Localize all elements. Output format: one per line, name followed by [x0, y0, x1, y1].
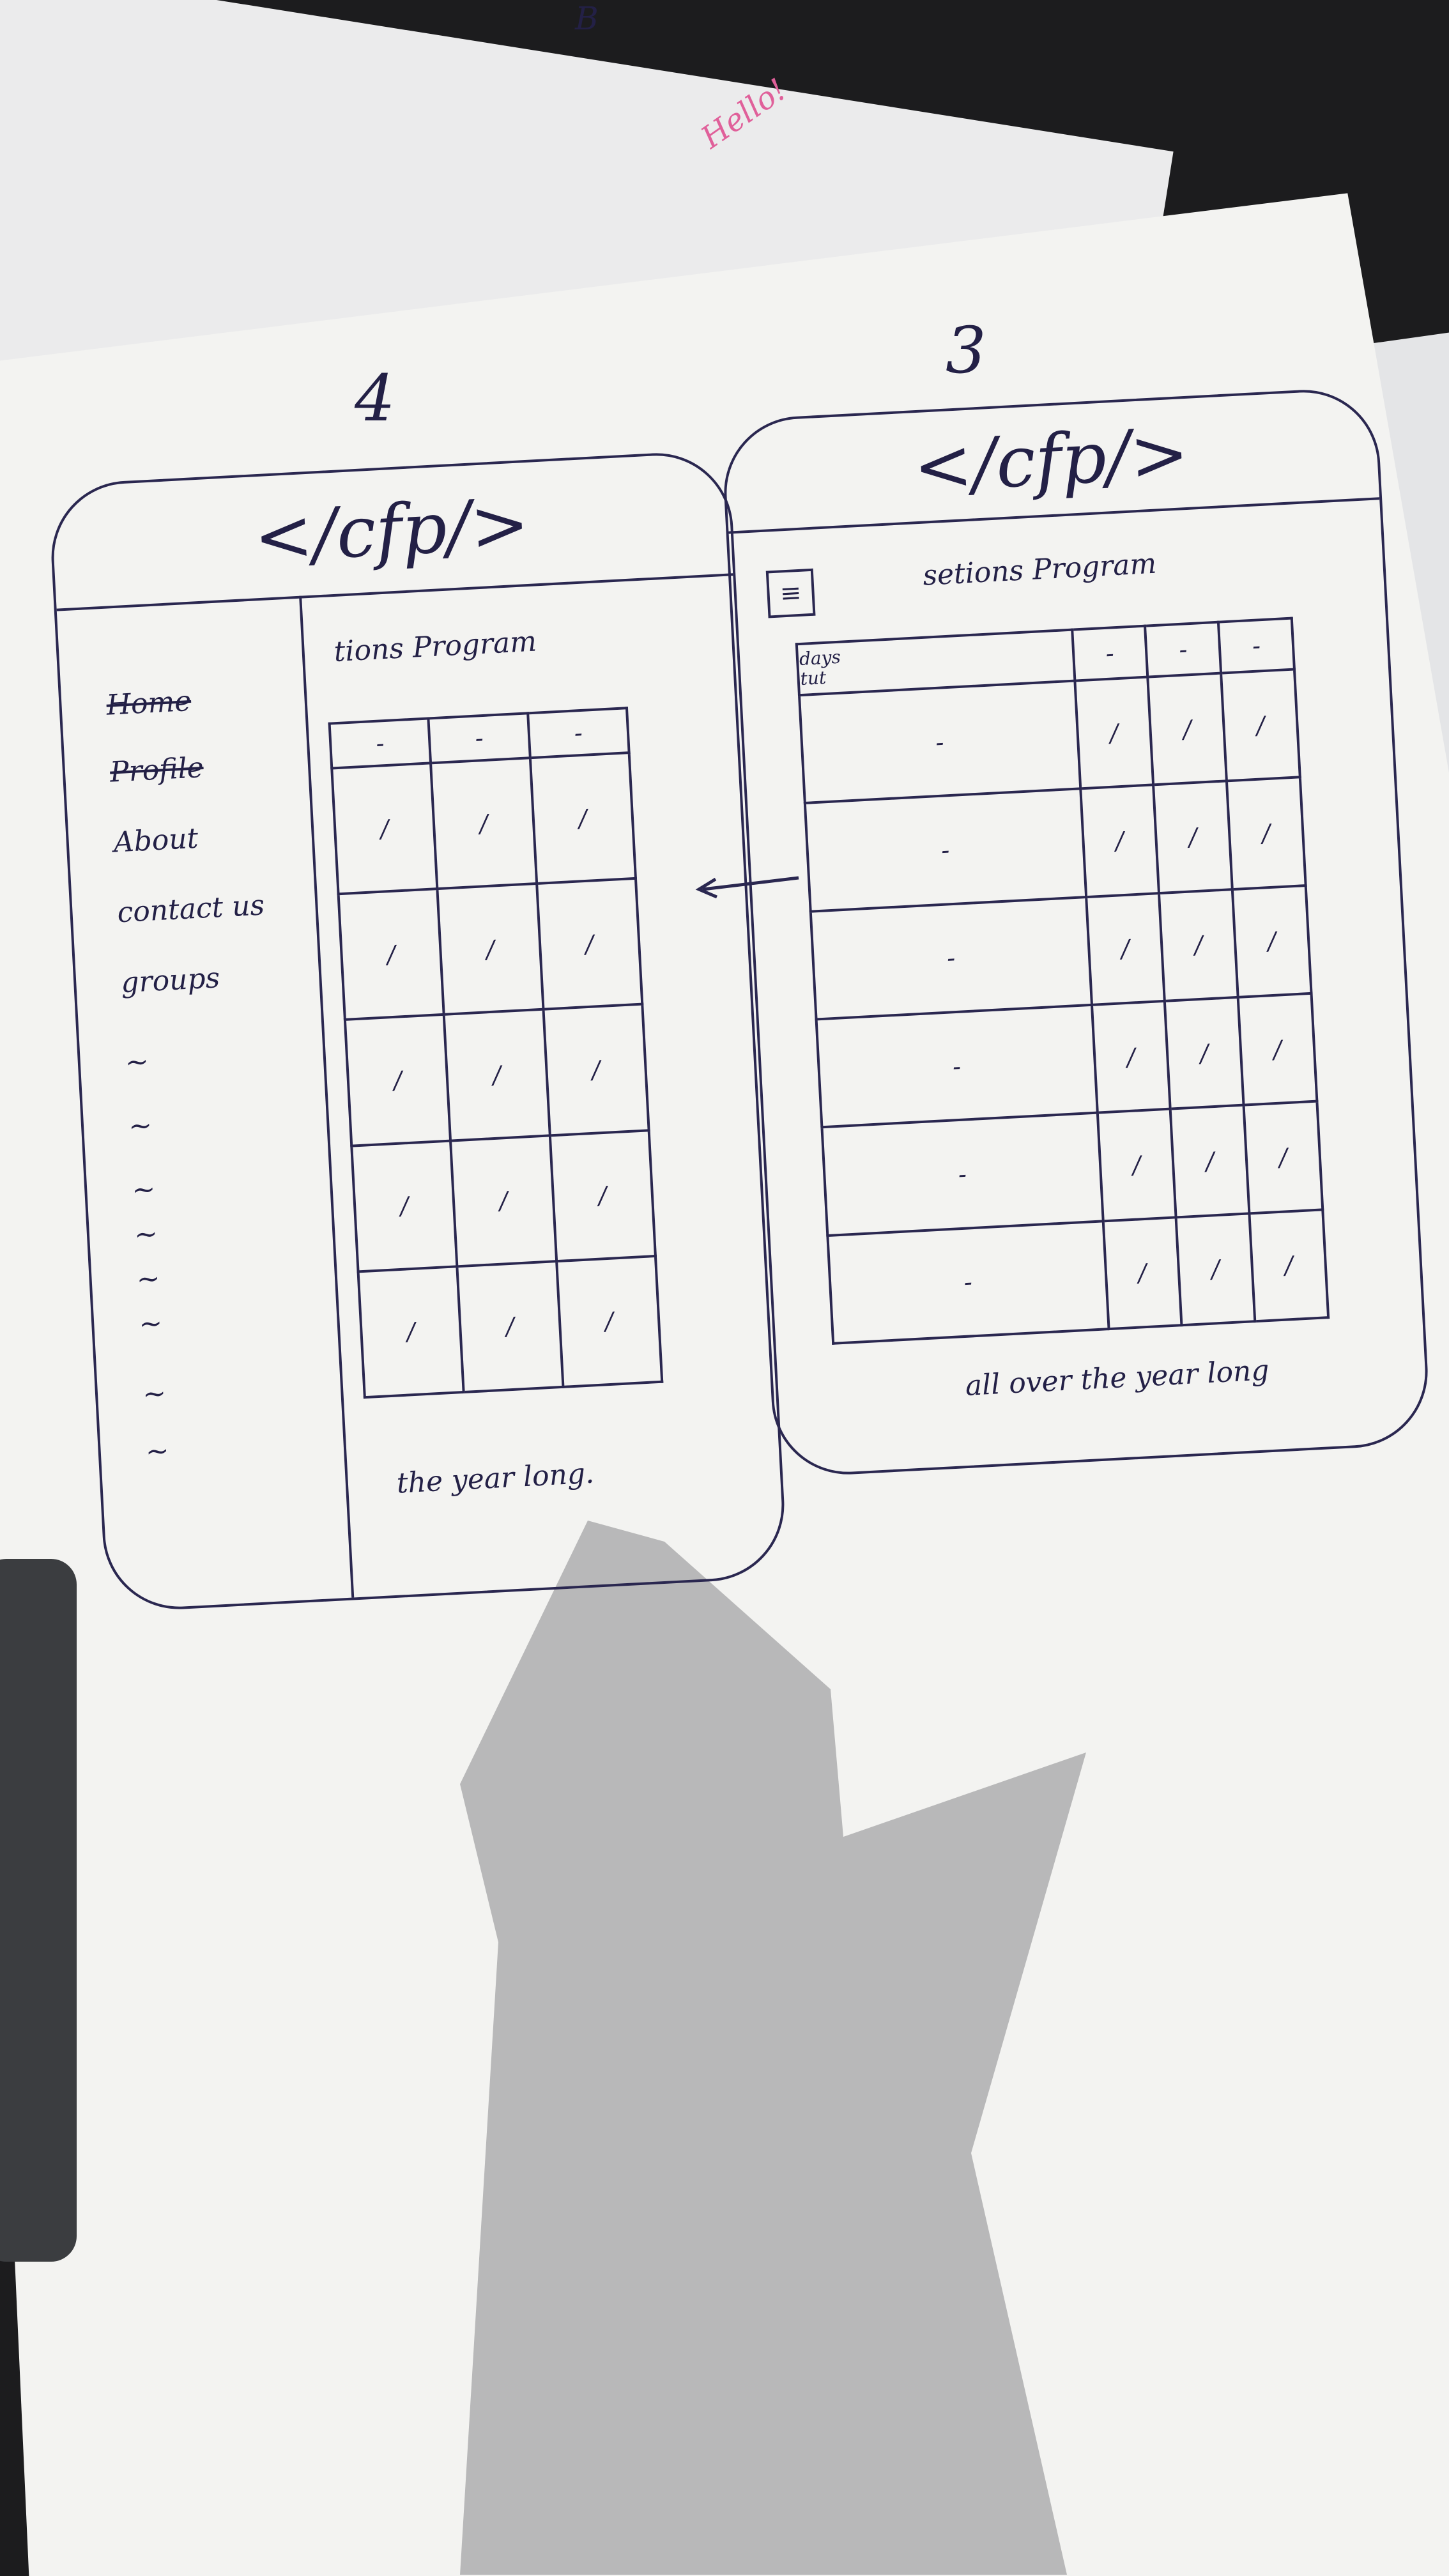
table-cell: /	[1080, 785, 1160, 897]
menu-placeholder: ~	[141, 1377, 167, 1411]
program-table: - - - / / / / / / / / / / / / / / /	[328, 707, 664, 1399]
section-title: setions Program	[922, 547, 1158, 592]
table-cell: /	[437, 884, 544, 1015]
menu-placeholder: ~	[133, 1217, 159, 1252]
table-cell: /	[344, 1015, 451, 1146]
menu-placeholder: ~	[135, 1262, 161, 1296]
table-cell: /	[556, 1255, 663, 1387]
table-cell: /	[1232, 885, 1312, 997]
table-cell: /	[1227, 777, 1306, 889]
menu-placeholder: ~	[138, 1307, 164, 1341]
table-cell: /	[351, 1140, 457, 1272]
table-cell: /	[338, 889, 445, 1020]
table-cell: -	[1145, 622, 1222, 677]
sheet-number-right: 3	[946, 313, 986, 388]
table-cell: -	[527, 708, 629, 758]
table-cell: -	[1218, 618, 1294, 673]
table-cell: /	[1074, 677, 1154, 789]
table-cell: /	[431, 758, 537, 889]
menu-placeholder: ~	[124, 1045, 150, 1080]
menu-placeholder: ~	[131, 1172, 157, 1207]
table-cell: -	[799, 680, 1080, 804]
table-cell: /	[549, 1130, 656, 1261]
table-cell: /	[1170, 1105, 1250, 1218]
menu-item-about[interactable]: About	[112, 822, 199, 859]
table-cell: /	[1165, 997, 1244, 1109]
top-mark: B	[575, 0, 599, 37]
program-table: days tut - - - - / / / - / / / - / / / -…	[795, 617, 1330, 1345]
table-cell: -	[804, 788, 1086, 912]
table-cell: /	[450, 1135, 556, 1267]
table-cell: /	[457, 1261, 564, 1393]
table-cell: -	[827, 1221, 1109, 1344]
table-cell: /	[1103, 1217, 1182, 1330]
table-cell: /	[332, 763, 438, 894]
arrow-left-icon	[695, 876, 799, 899]
phone-device-edge	[0, 1559, 77, 2262]
table-cell: /	[530, 753, 636, 884]
table-cell: -	[816, 1004, 1098, 1128]
table-cell: /	[358, 1266, 464, 1398]
menu-placeholder: ~	[144, 1434, 171, 1469]
sheet-number-left: 4	[355, 361, 395, 436]
table-row: / / /	[338, 878, 643, 1020]
menu-placeholder: ~	[127, 1109, 153, 1143]
table-row: / / /	[351, 1130, 656, 1272]
phone-mockup-right: </cfp/> ≡ setions Program days tut - - -…	[720, 386, 1432, 1478]
table-cell: /	[1091, 1000, 1171, 1113]
table-cell: /	[1238, 993, 1317, 1105]
corner-label-tut: tut	[799, 666, 827, 690]
table-row: / / /	[332, 753, 636, 894]
table-cell: /	[1085, 893, 1165, 1005]
table-row: / / /	[358, 1255, 663, 1398]
menu-item-home[interactable]: Home	[105, 684, 192, 722]
table-cell: /	[1249, 1209, 1329, 1322]
corner-label-days: days	[799, 646, 841, 670]
table-cell: /	[1097, 1108, 1176, 1222]
table-cell: /	[1221, 669, 1300, 781]
table-cell: -	[822, 1112, 1103, 1236]
table-cell: /	[1147, 673, 1227, 785]
sidebar-menu: Home Profile About contact us groups ~ ~…	[56, 595, 355, 1611]
table-cell: -	[810, 896, 1092, 1020]
table-cell: /	[1159, 889, 1238, 1001]
table-cell: -	[1071, 625, 1148, 681]
table-cell: /	[1176, 1213, 1255, 1326]
table-cell: /	[536, 878, 643, 1010]
menu-item-contact[interactable]: contact us	[116, 889, 266, 930]
table-row: / / /	[344, 1004, 649, 1146]
table-cell: /	[1243, 1101, 1323, 1214]
table-cell: -	[329, 718, 431, 769]
phone-mockup-left: </cfp/> Home Profile About contact us gr…	[47, 449, 788, 1613]
hamburger-icon[interactable]: ≡	[765, 568, 816, 618]
section-title: tions Program	[333, 625, 538, 669]
table-cell: /	[1153, 781, 1232, 893]
table-cell: /	[444, 1009, 550, 1141]
menu-item-profile[interactable]: Profile	[109, 751, 204, 789]
table-cell: -	[428, 713, 530, 763]
menu-item-groups[interactable]: groups	[120, 962, 221, 1000]
footer-text: the year long.	[395, 1457, 595, 1500]
table-cell: /	[543, 1004, 649, 1135]
footer-text: all over the year long	[964, 1354, 1270, 1402]
